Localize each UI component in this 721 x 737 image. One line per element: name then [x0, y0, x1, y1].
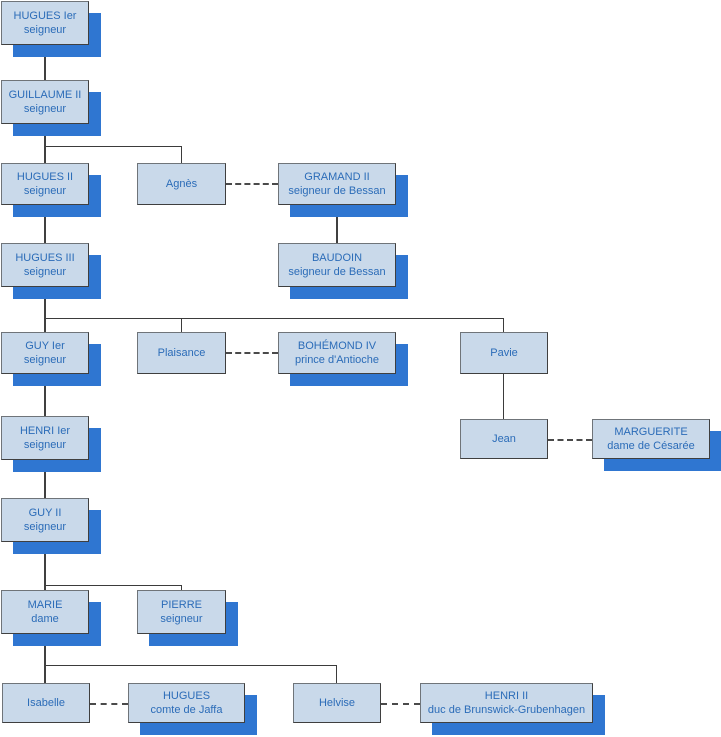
node-title: seigneur [160, 613, 203, 625]
node-name: Isabelle [27, 696, 65, 709]
node-name: Plaisance [157, 346, 206, 359]
edge-bus-to-pierre [181, 585, 182, 590]
node-name: PIERRE [161, 598, 202, 611]
edge-hugues1-guillaume2 [44, 45, 46, 80]
node-title: seigneur [23, 266, 67, 278]
node-hugues3[interactable]: HUGUES III seigneur [1, 243, 89, 287]
node-huguesjaffa[interactable]: HUGUES comte de Jaffa [128, 683, 245, 723]
node-name: GUY Ier [25, 339, 65, 352]
edge-bus-to-guy1 [44, 318, 46, 332]
node-title: seigneur [23, 439, 67, 451]
marriage-helvise-henri2 [381, 703, 420, 705]
node-pavie[interactable]: Pavie [460, 332, 548, 374]
edge-gramand2-baudoin [336, 205, 338, 243]
node-title: dame de Césarée [607, 440, 695, 452]
edge-bus-to-isabelle [44, 665, 46, 683]
edge-guy2-drop [44, 542, 46, 585]
node-title: dame [31, 613, 59, 625]
node-name: BOHÉMOND IV [297, 339, 377, 352]
node-title: seigneur [23, 24, 67, 36]
edge-hugues2-hugues3 [44, 205, 46, 243]
node-hugues1[interactable]: HUGUES Ier seigneur [1, 1, 89, 45]
node-title: prince d'Antioche [294, 354, 380, 366]
node-name: MARGUERITE [614, 425, 688, 438]
node-pierre[interactable]: PIERRE seigneur [137, 590, 226, 634]
node-name: HENRI II [484, 689, 529, 702]
node-name: GUILLAUME II [8, 88, 82, 101]
node-henri1[interactable]: HENRI Ier seigneur [1, 416, 89, 460]
node-plaisance[interactable]: Plaisance [137, 332, 226, 374]
marriage-jean-marguerite [548, 439, 592, 441]
marriage-agnes-gramand2 [226, 183, 278, 185]
edge-guy2-bus [44, 585, 182, 586]
node-guy2[interactable]: GUY II seigneur [1, 498, 89, 542]
node-name: Pavie [490, 346, 518, 359]
node-name: BAUDOIN [311, 251, 363, 264]
node-name: HUGUES II [16, 170, 74, 183]
node-name: Agnès [165, 177, 198, 190]
node-isabelle[interactable]: Isabelle [2, 683, 90, 723]
node-title: seigneur [23, 521, 67, 533]
node-name: GRAMAND II [304, 170, 370, 183]
edge-hugues3-drop [44, 287, 46, 318]
edge-bus-to-pavie [503, 318, 504, 332]
node-title: seigneur [23, 354, 67, 366]
node-jean[interactable]: Jean [460, 419, 548, 459]
node-name: HENRI Ier [19, 424, 71, 437]
node-name: HUGUES [162, 689, 211, 702]
node-helvise[interactable]: Helvise [293, 683, 381, 723]
node-name: MARIE [27, 598, 63, 611]
node-title: seigneur de Bessan [288, 185, 386, 197]
marriage-plaisance-bohemond4 [226, 352, 278, 354]
node-guy1[interactable]: GUY Ier seigneur [1, 332, 89, 374]
edge-bus-to-marie [44, 585, 46, 590]
node-name: GUY II [28, 506, 62, 519]
edge-marie-drop [44, 634, 46, 665]
node-marie[interactable]: MARIE dame [1, 590, 89, 634]
edge-guillaume2-bus [44, 146, 182, 147]
node-title: comte de Jaffa [150, 704, 223, 716]
node-name: HUGUES Ier [13, 9, 77, 22]
edge-bus-to-agnes [181, 146, 182, 163]
marriage-isabelle-huguesjaffa [90, 703, 128, 705]
node-title: seigneur [23, 185, 67, 197]
node-agnes[interactable]: Agnès [137, 163, 226, 205]
node-name: Jean [492, 432, 516, 445]
node-baudoin[interactable]: BAUDOIN seigneur de Bessan [278, 243, 396, 287]
edge-marie-bus [44, 665, 337, 666]
edge-bus-to-helvise [336, 665, 337, 683]
node-title: duc de Brunswick-Grubenhagen [427, 704, 586, 716]
node-guillaume2[interactable]: GUILLAUME II seigneur [1, 80, 89, 124]
edge-henri1-guy2 [44, 460, 46, 498]
node-name: HUGUES III [15, 251, 75, 264]
node-henri2[interactable]: HENRI II duc de Brunswick-Grubenhagen [420, 683, 593, 723]
edge-bus-to-hugues2 [44, 146, 46, 163]
edge-bus-to-plaisance [181, 318, 182, 332]
node-title: seigneur de Bessan [288, 266, 386, 278]
node-marguerite[interactable]: MARGUERITE dame de Césarée [592, 419, 710, 459]
node-gramand2[interactable]: GRAMAND II seigneur de Bessan [278, 163, 396, 205]
node-hugues2[interactable]: HUGUES II seigneur [1, 163, 89, 205]
edge-hugues3-bus [44, 318, 504, 319]
node-title: seigneur [23, 103, 67, 115]
edge-pavie-jean [503, 374, 504, 419]
node-bohemond4[interactable]: BOHÉMOND IV prince d'Antioche [278, 332, 396, 374]
edge-guy1-henri1 [44, 374, 46, 416]
node-name: Helvise [318, 696, 356, 709]
